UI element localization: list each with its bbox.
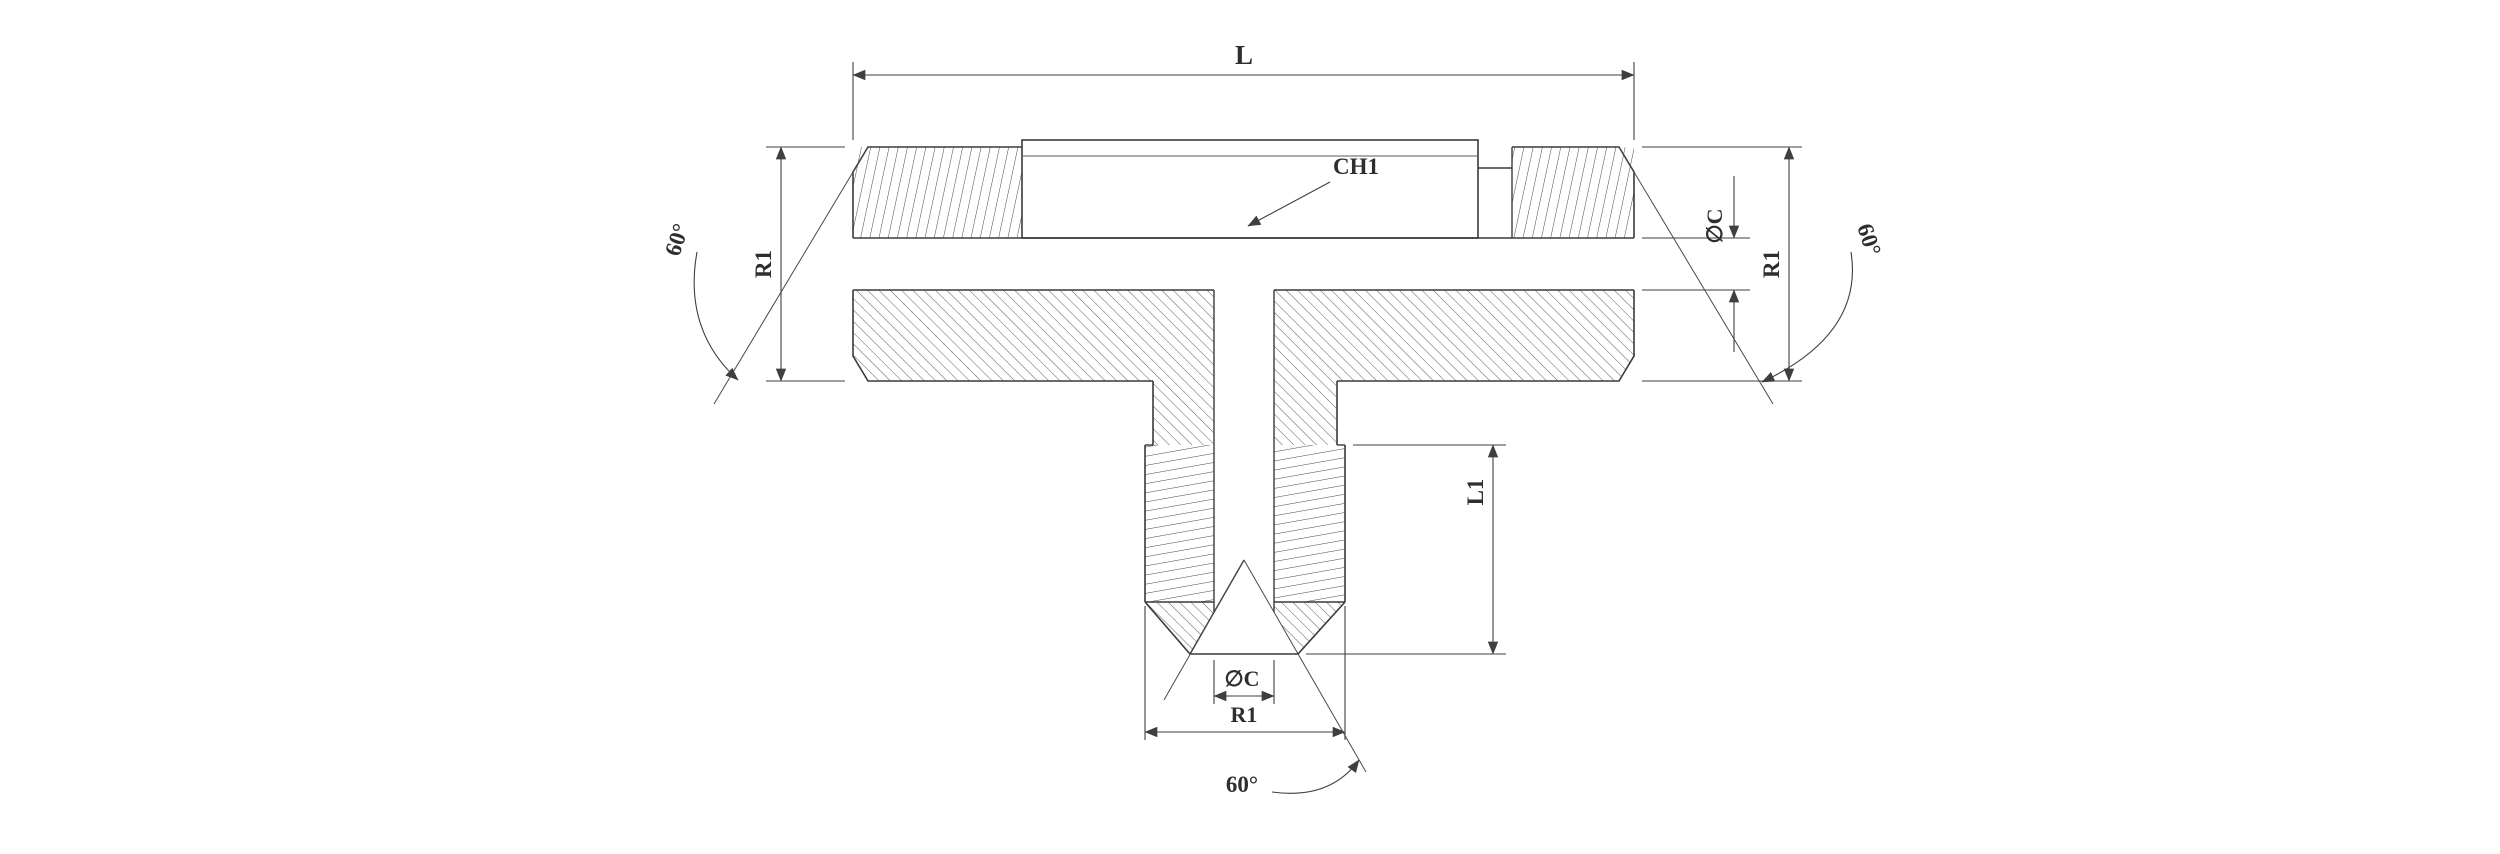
branch-tip-hatch-right <box>1274 602 1345 654</box>
branch-tip-chamfer-right <box>1297 601 1346 655</box>
angle-arc <box>693 251 739 381</box>
branch-thread-texture-right <box>1274 445 1345 602</box>
dim-label-CH1: CH1 <box>1333 154 1379 179</box>
dim-label-R1-bottom: R1 <box>1231 702 1258 727</box>
dim-overall-length: L <box>852 40 1635 140</box>
branch-tip-chamfer-left <box>1144 601 1191 655</box>
branch-shoulder-hatch-right <box>1274 381 1337 445</box>
dim-label-L1: L1 <box>1463 479 1488 506</box>
left-chamfer-construction-line <box>713 146 869 405</box>
right-stud-thread-texture <box>1512 147 1634 238</box>
bore-cone-flank-left-extension <box>1163 559 1245 701</box>
branch-tip-hatch-left <box>1145 602 1214 654</box>
hex-body <box>1021 139 1479 239</box>
section-hatching <box>853 147 1634 654</box>
dim-left-thread: R1 <box>751 146 845 382</box>
dim-label-dC-right: ∅C <box>1702 208 1727 243</box>
run-lower-section-hatch-left <box>853 290 1214 381</box>
run-lower-outline-right <box>1337 290 1635 382</box>
angle-label-60-left: 60° <box>660 221 694 259</box>
angle-label-60-bottom: 60° <box>1226 772 1258 797</box>
bore-cone-flank-right-extended <box>1243 559 1367 773</box>
leader-line <box>1247 181 1331 227</box>
right-chamfer-construction-line <box>1618 146 1774 405</box>
angle-label-60-right: 60° <box>1852 221 1886 259</box>
dim-right-bore-diameter: ∅C <box>1642 176 1750 352</box>
dim-label-R1-right: R1 <box>1759 250 1784 278</box>
left-stud-thread-texture <box>853 147 1022 238</box>
angle-branch-cone: 60° <box>1226 759 1360 797</box>
angle-left-chamfer: 60° <box>660 221 739 381</box>
dim-branch-thread: R1 <box>1144 606 1346 740</box>
branch-shoulder-hatch-left <box>1153 381 1214 445</box>
run-lower-outline-left <box>852 290 1153 382</box>
angle-right-chamfer: 60° <box>1761 221 1886 383</box>
angle-arc <box>1271 759 1360 794</box>
dim-label-R1-left: R1 <box>751 250 776 278</box>
dim-branch-length: L1 <box>1306 444 1506 655</box>
branch-thread-texture-left <box>1145 445 1214 602</box>
run-lower-section-hatch-right <box>1274 290 1634 381</box>
dim-branch-bore-diameter: ∅C <box>1213 660 1275 704</box>
dim-label-dC-bottom: ∅C <box>1224 666 1259 691</box>
dim-right-thread: R1 <box>1642 146 1802 382</box>
part-outline <box>852 139 1635 773</box>
dim-label-L: L <box>1235 40 1253 70</box>
dim-hex-across-flats: CH1 <box>1247 154 1379 227</box>
construction-lines <box>713 146 1774 405</box>
angle-arc <box>1761 251 1853 383</box>
